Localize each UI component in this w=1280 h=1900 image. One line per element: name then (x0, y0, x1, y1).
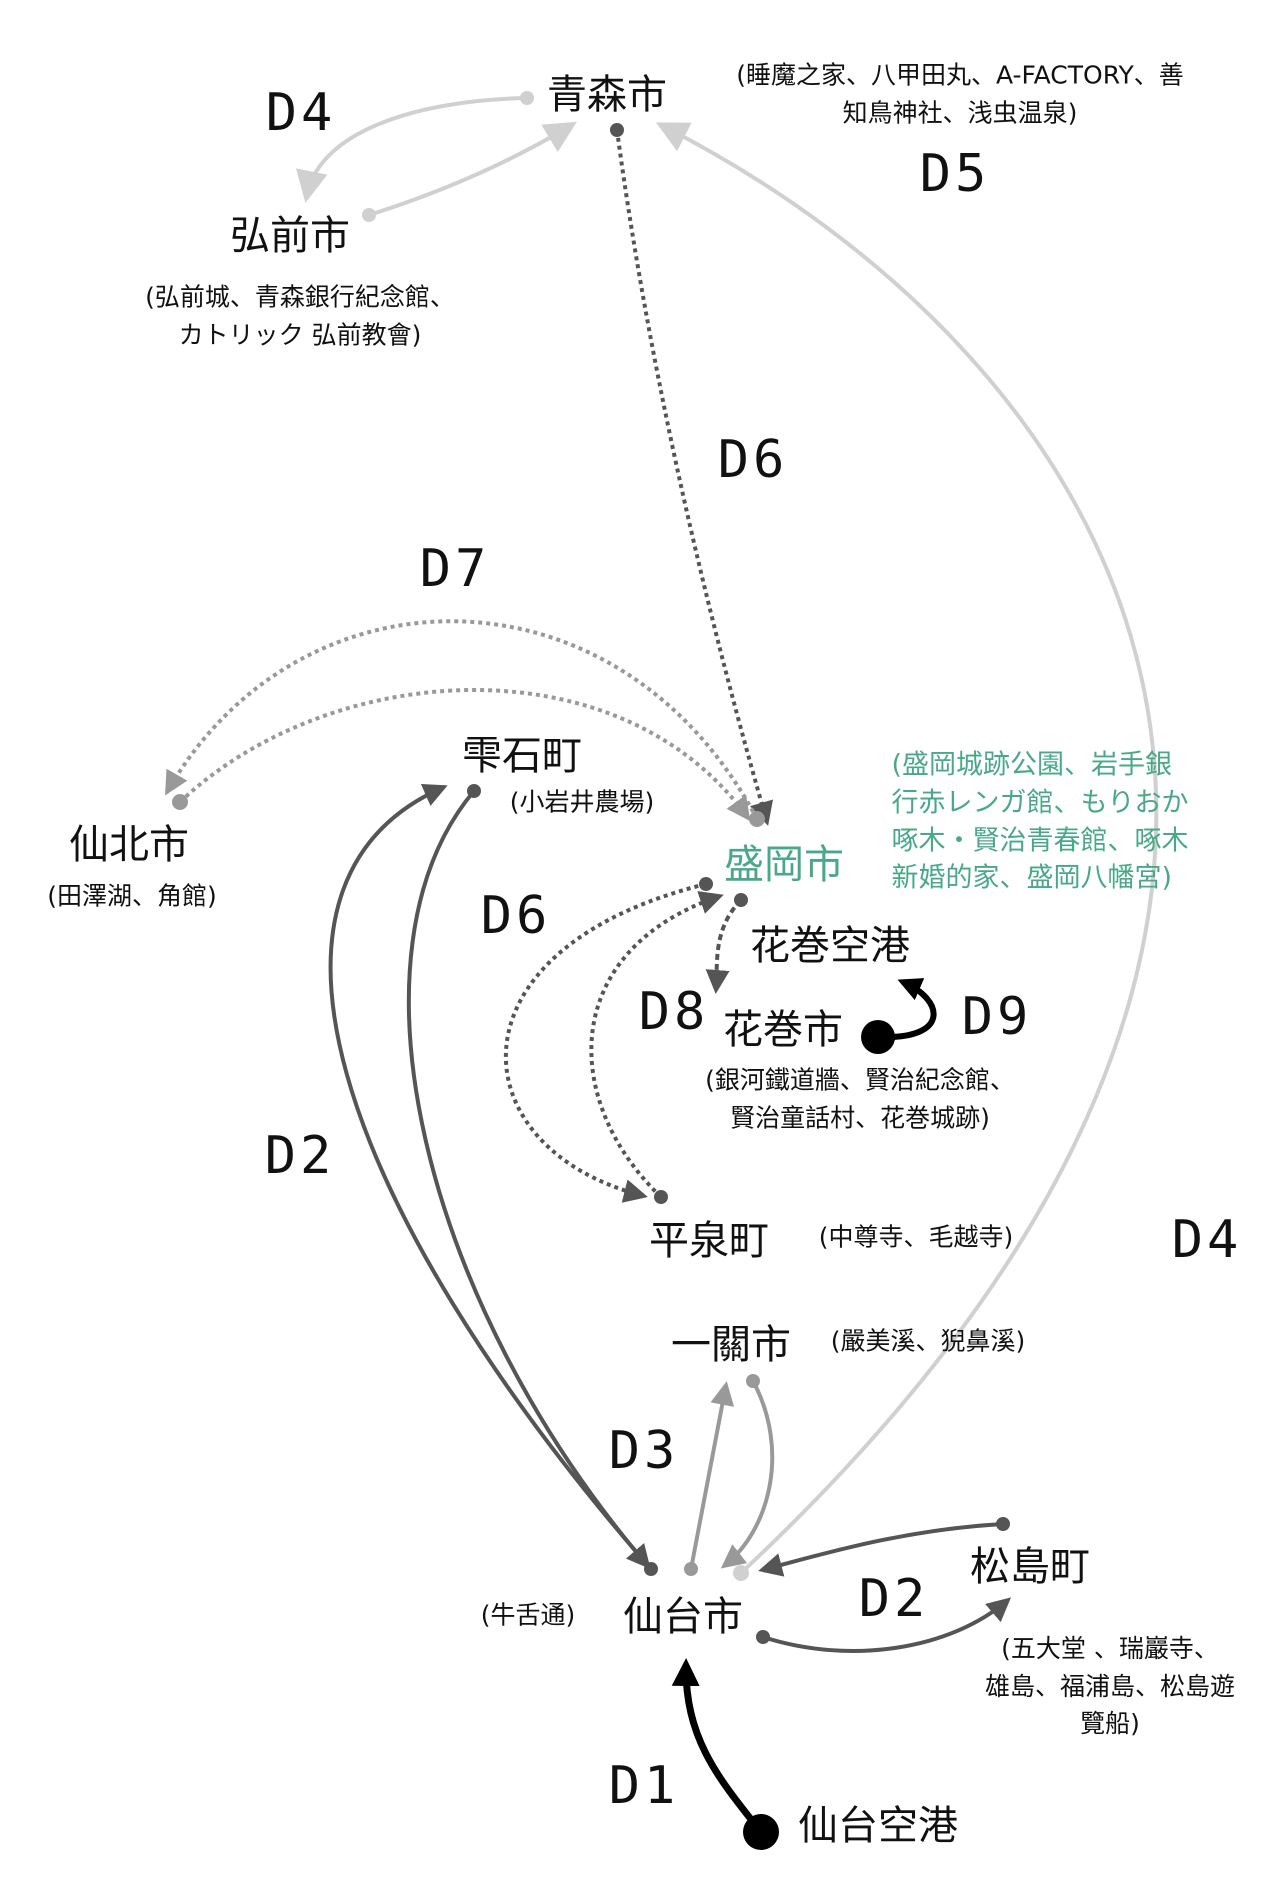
note-line: (盛岡城跡公園、岩手銀 (891, 749, 1173, 781)
day-label-d4-right: D4 (1171, 1210, 1243, 1270)
note-line: 新婚的家、盛岡八幡宮) (891, 862, 1173, 894)
arrow-hiraizumi-morioka (589, 891, 724, 1199)
day-label-d2-left: D2 (264, 1126, 336, 1186)
city-sendai-airport: 仙台空港 (798, 1803, 958, 1849)
arrow-hanamaki-airport (877, 978, 937, 1041)
city-hiraizumi: 平泉町 (649, 1218, 769, 1264)
note-semboku: (田澤湖、角館) (47, 881, 217, 911)
day-label-d6-mid: D6 (480, 886, 552, 946)
day-label-d7: D7 (419, 539, 491, 599)
arrow-semboku-morioka (178, 688, 751, 822)
day-label-d2-right: D2 (858, 1569, 930, 1629)
note-line: 賢治童話村、花巻城跡) (730, 1103, 990, 1132)
city-hanamaki: 花巻市 (723, 1007, 843, 1053)
city-morioka: 盛岡市 (724, 842, 844, 888)
arrow-shizukuishi-sendai (406, 789, 651, 1570)
note-line: カトリック 弘前教會) (178, 320, 422, 349)
day-label-d6-top: D6 (717, 430, 789, 490)
note-line: (五大堂 、瑞巖寺、 (1001, 1633, 1219, 1663)
note-hirosaki: (弘前城、青森銀行紀念館、 カトリック 弘前教會) (145, 279, 455, 354)
city-aomori: 青森市 (547, 72, 667, 118)
note-line: 行赤レンガ館、もりおか (891, 787, 1189, 819)
arrow-sendai-matsushima (762, 1597, 1012, 1653)
city-hanamaki-airport: 花巻空港 (750, 923, 910, 969)
note-ichinoseki: (嚴美溪、猊鼻溪) (830, 1326, 1026, 1356)
day-label-d3: D3 (608, 1421, 680, 1481)
arrow-aomori-hirosaki (296, 96, 528, 203)
arrow-morioka-hiraizumi (504, 882, 707, 1203)
note-aomori: (睡魔之家、八甲田丸、A-FACTORY、善 知鳥神社、浅虫温泉) (736, 57, 1184, 132)
arrow-sendai-shizukuishi (328, 783, 653, 1571)
note-line: (弘前城、青森銀行紀念館、 (145, 282, 455, 312)
day-label-d9: D9 (961, 987, 1033, 1047)
note-line: 雄島、福浦島、松島遊 (984, 1671, 1236, 1701)
city-matsushima: 松島町 (970, 1544, 1090, 1590)
city-shizukuishi: 雫石町 (462, 733, 582, 779)
arrow-airport-sendai (671, 1658, 764, 1835)
note-line: 知鳥神社、浅虫温泉) (842, 98, 1078, 127)
note-sendai: (牛舌通) (480, 1600, 576, 1630)
arrow-matsushima-sendai (758, 1522, 1004, 1577)
note-shizukuishi: (小岩井農場) (509, 787, 655, 817)
note-line: 啄木・賢治青春館、啄木 (891, 825, 1189, 856)
arrow-morioka-hanamaki (705, 898, 743, 994)
note-morioka: (盛岡城跡公園、岩手銀 行赤レンガ館、もりおか 啄木・賢治青春館、啄木 新婚的家… (892, 746, 1189, 897)
arrow-aomori-morioka (615, 129, 774, 826)
day-label-d5: D5 (919, 144, 991, 204)
note-hiraizumi: (中尊寺、毛越寺) (818, 1222, 1014, 1252)
note-line: 覽船) (1080, 1708, 1140, 1738)
city-sendai: 仙台市 (623, 1594, 743, 1640)
arrow-hirosaki-aomori (368, 121, 577, 217)
city-hirosaki: 弘前市 (230, 213, 350, 259)
city-semboku: 仙北市 (69, 822, 189, 868)
arrow-morioka-semboku (165, 619, 759, 820)
arrow-sendai-aomori (655, 122, 1159, 1575)
day-label-d8: D8 (638, 982, 710, 1042)
note-line: (銀河鐵道牆、賢治紀念館、 (705, 1065, 1015, 1095)
note-hanamaki: (銀河鐵道牆、賢治紀念館、 賢治童話村、花巻城跡) (705, 1062, 1015, 1137)
note-matsushima: (五大堂 、瑞巖寺、 雄島、福浦島、松島遊 覽船) (985, 1630, 1235, 1743)
arrow-ichinoseki-sendai (720, 1380, 775, 1569)
day-label-d4-top: D4 (265, 83, 337, 143)
note-line: (睡魔之家、八甲田丸、A-FACTORY、善 (736, 60, 1184, 90)
city-ichinoseki: 一關市 (671, 1322, 791, 1368)
arrow-sendai-ichinoseki (689, 1381, 735, 1570)
day-label-d1: D1 (608, 1756, 680, 1816)
